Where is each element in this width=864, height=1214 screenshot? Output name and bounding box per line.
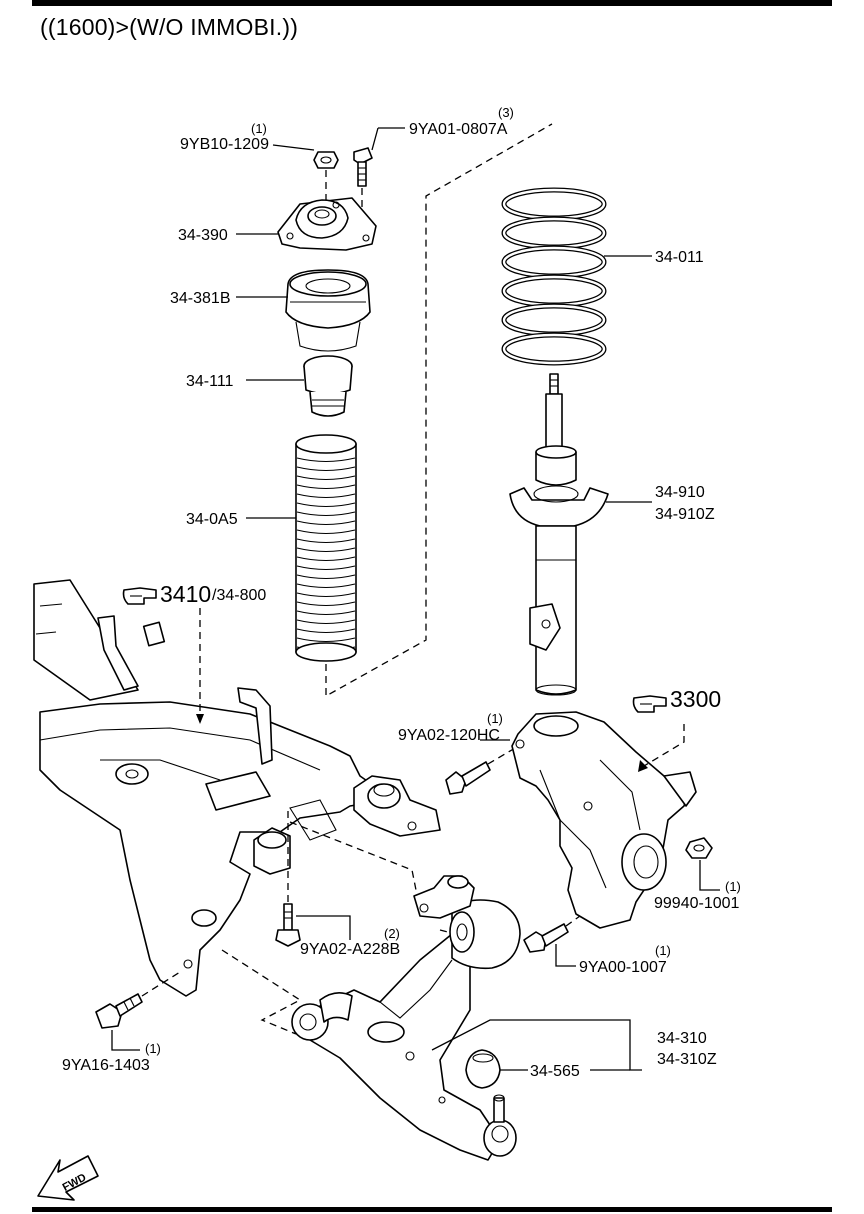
svg-text:9YA01-0807A: 9YA01-0807A bbox=[409, 121, 508, 138]
part-bolt-9ya02-120hc[interactable] bbox=[445, 761, 491, 795]
spring-coil bbox=[502, 333, 606, 365]
bellows-ring bbox=[296, 637, 356, 643]
svg-text:9YA02-120HC: 9YA02-120HC bbox=[398, 727, 500, 744]
svg-text:(1): (1) bbox=[251, 121, 267, 136]
svg-text:99940-1001: 99940-1001 bbox=[654, 895, 740, 912]
label-34-910[interactable]: 34-910 34-910Z bbox=[655, 484, 715, 523]
svg-text:34-310: 34-310 bbox=[657, 1030, 707, 1047]
label-34-390[interactable]: 34-390 bbox=[178, 227, 228, 244]
part-crossmember[interactable] bbox=[33, 579, 441, 997]
part-34-111-bump-stop[interactable] bbox=[303, 355, 353, 417]
page-title: ((1600)>(W/O IMMOBI.)) bbox=[40, 14, 299, 40]
bellows-ring bbox=[296, 520, 356, 526]
label-9ya00-1007[interactable]: (1) 9YA00-1007 bbox=[579, 943, 671, 976]
svg-text:(1): (1) bbox=[725, 879, 741, 894]
fwd-arrow-icon: FWD bbox=[37, 1155, 99, 1201]
part-bolt-9ya02-a228b[interactable] bbox=[275, 903, 301, 947]
svg-text:34-310Z: 34-310Z bbox=[657, 1051, 717, 1068]
label-9yb10-1209[interactable]: (1) 9YB10-1209 bbox=[180, 121, 269, 153]
label-34-011[interactable]: 34-011 bbox=[655, 249, 704, 266]
label-34-0a5[interactable]: 34-0A5 bbox=[186, 511, 238, 528]
bellows-ring bbox=[296, 484, 356, 490]
top-rule bbox=[32, 0, 832, 6]
spring-coil bbox=[502, 188, 606, 220]
spring-coil bbox=[502, 246, 606, 278]
label-34-111[interactable]: 34-111 bbox=[186, 373, 234, 390]
svg-text:(3): (3) bbox=[498, 105, 514, 120]
label-34-381b[interactable]: 34-381B bbox=[170, 290, 231, 307]
bellows-ring bbox=[296, 628, 356, 634]
bellows-ring bbox=[296, 466, 356, 472]
svg-text:(1): (1) bbox=[487, 711, 503, 726]
svg-text:34-910Z: 34-910Z bbox=[655, 506, 715, 523]
spring-coil bbox=[502, 275, 606, 307]
part-34-910-strut[interactable] bbox=[509, 373, 609, 696]
svg-text:3410: 3410 bbox=[160, 581, 211, 607]
bellows-ring bbox=[296, 592, 356, 598]
svg-text:(2): (2) bbox=[384, 926, 400, 941]
pointing-hand-icon bbox=[122, 587, 157, 605]
bellows-ring bbox=[296, 493, 356, 499]
svg-text:9YA00-1007: 9YA00-1007 bbox=[579, 959, 667, 976]
part-bolt-9ya16[interactable] bbox=[95, 993, 143, 1029]
bellows-ring bbox=[296, 583, 356, 589]
bellows-ring bbox=[296, 475, 356, 481]
part-nut-99940[interactable] bbox=[685, 837, 713, 859]
bellows-ring bbox=[296, 601, 356, 607]
label-34-310[interactable]: 34-310 34-310Z bbox=[657, 1030, 717, 1068]
svg-text:34-910: 34-910 bbox=[655, 484, 705, 501]
pointing-hand-icon bbox=[632, 695, 667, 713]
bellows-ring bbox=[296, 610, 356, 616]
part-34-310-lower-arm[interactable] bbox=[291, 875, 521, 1161]
bellows-ring bbox=[296, 619, 356, 625]
part-34-390-mount[interactable] bbox=[277, 197, 377, 251]
svg-text:3300: 3300 bbox=[670, 686, 721, 712]
bellows-ring bbox=[296, 538, 356, 544]
label-9ya02-120hc[interactable]: (1) 9YA02-120HC bbox=[398, 711, 503, 744]
bellows-ring bbox=[296, 556, 356, 562]
bellows-ring bbox=[296, 502, 356, 508]
label-34-565[interactable]: 34-565 bbox=[530, 1063, 580, 1080]
bellows-ring bbox=[296, 547, 356, 553]
svg-text:(1): (1) bbox=[655, 943, 671, 958]
ref-3410[interactable]: 3410 /34-800 bbox=[122, 581, 267, 607]
bellows-ring bbox=[296, 511, 356, 517]
part-34-0a5-dust-boot[interactable] bbox=[295, 434, 357, 662]
spring-coil bbox=[502, 304, 606, 336]
ref-3300[interactable]: 3300 bbox=[632, 686, 722, 713]
svg-text:/34-800: /34-800 bbox=[212, 587, 266, 604]
svg-text:9YA16-1403: 9YA16-1403 bbox=[62, 1057, 150, 1074]
part-bolt-9ya00[interactable] bbox=[523, 923, 569, 953]
label-9ya01-0807a[interactable]: (3) 9YA01-0807A bbox=[409, 105, 514, 138]
svg-text:(1): (1) bbox=[145, 1041, 161, 1056]
part-nut-9yb10[interactable] bbox=[313, 151, 339, 169]
label-99940-1001[interactable]: (1) 99940-1001 bbox=[654, 879, 741, 912]
part-bolt-9ya01[interactable] bbox=[353, 147, 373, 187]
bellows-ring bbox=[296, 457, 356, 463]
bellows-ring bbox=[296, 565, 356, 571]
svg-text:9YA02-A228B: 9YA02-A228B bbox=[300, 941, 400, 958]
bellows-ring bbox=[296, 574, 356, 580]
bottom-rule bbox=[32, 1207, 832, 1212]
label-9ya02-a228b[interactable]: (2) 9YA02-A228B bbox=[300, 926, 400, 958]
part-34-565-boot[interactable] bbox=[465, 1049, 501, 1089]
svg-text:9YB10-1209: 9YB10-1209 bbox=[180, 136, 269, 153]
part-34-381b-bearing[interactable] bbox=[285, 269, 371, 352]
part-34-011-coil-spring[interactable] bbox=[501, 187, 607, 366]
label-9ya16-1403[interactable]: (1) 9YA16-1403 bbox=[62, 1041, 161, 1074]
bellows-ring bbox=[296, 529, 356, 535]
spring-coil bbox=[502, 217, 606, 249]
